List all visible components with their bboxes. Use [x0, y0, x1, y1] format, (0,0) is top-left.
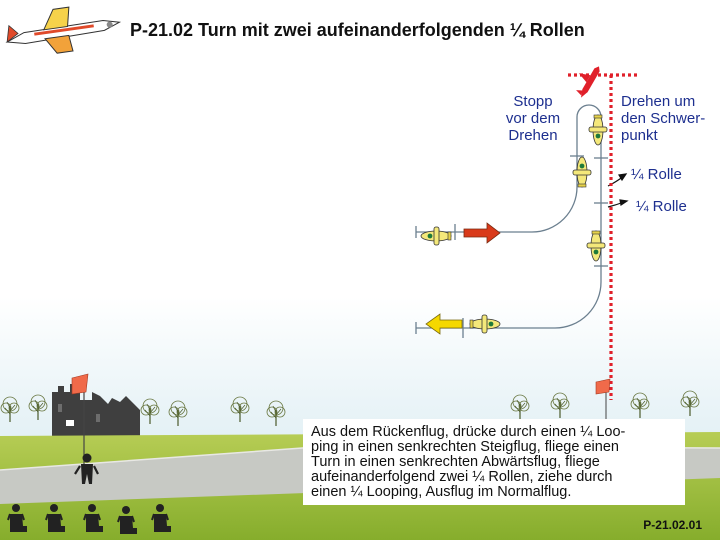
- description-line: ping in einen senkrechten Steigflug, fli…: [311, 439, 619, 455]
- description-line: aufeinanderfolgend zwei ¼ Rollen, ziehe …: [311, 469, 613, 485]
- rotate-label-line: den Schwer-: [621, 110, 706, 127]
- description-line: Turn in einen senkrechten Abwärtsflug, f…: [311, 454, 600, 470]
- exit-arrow-icon: [425, 313, 463, 335]
- aerobatic-plane-logo-icon: [5, 6, 122, 54]
- rotate-label-line: punkt: [621, 127, 658, 144]
- castle-icon: [52, 384, 140, 440]
- rotate-about-center-label: Drehen um den Schwer- punkt: [621, 93, 720, 144]
- page-title: P-21.02 Turn mit zwei aufeinanderfolgend…: [130, 20, 585, 40]
- quarter-roll-label-1: ¼ Rolle: [631, 166, 682, 183]
- roll-arrows: [607, 173, 629, 208]
- description-line: einen ¼ Looping, Ausflug im Normalflug.: [311, 484, 572, 500]
- center-line: [568, 73, 640, 400]
- rotate-label-line: Drehen um: [621, 93, 696, 110]
- figure-code: P-21.02.01: [643, 518, 702, 532]
- pilot-silhouette-icon: [74, 453, 99, 484]
- stop-label-line: vor dem: [505, 110, 561, 127]
- quarter-roll-label-2: ¼ Rolle: [636, 198, 687, 215]
- stop-label-line: Drehen: [508, 127, 558, 144]
- flight-path: [415, 104, 608, 338]
- stop-before-rotation-label: Stopp vor dem Drehen: [493, 93, 573, 144]
- flag-icon: [595, 378, 611, 420]
- description-box: Aus dem Rückenflug, drücke durch einen ¼…: [303, 419, 685, 505]
- stop-label-line: Stopp: [513, 93, 553, 110]
- airplane-icon: [576, 66, 600, 98]
- entry-arrow-icon: [463, 222, 501, 244]
- description-line: Aus dem Rückenflug, drücke durch einen ¼…: [311, 424, 626, 440]
